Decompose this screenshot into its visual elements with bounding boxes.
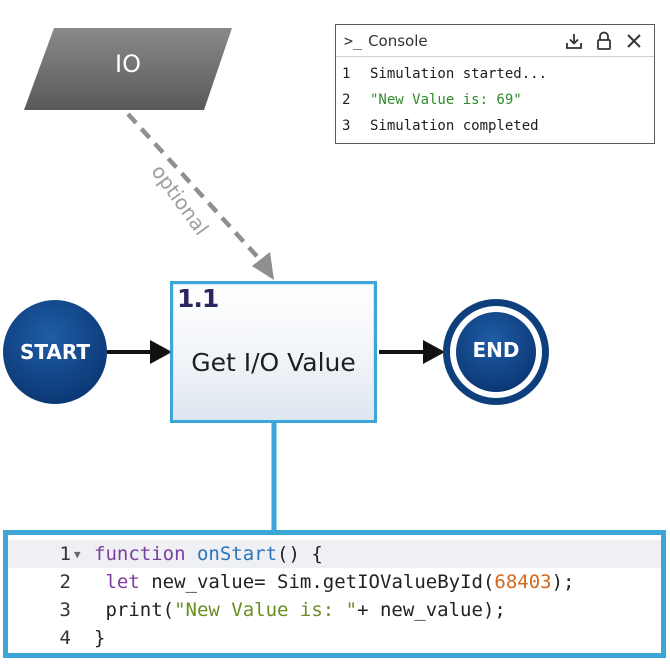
fold-toggle-icon[interactable]: ▼ bbox=[74, 547, 81, 561]
code-token: ); bbox=[551, 571, 575, 593]
download-icon[interactable] bbox=[562, 29, 586, 53]
console-line-number: 2 bbox=[342, 92, 351, 108]
lock-icon[interactable] bbox=[592, 29, 616, 53]
console-line-number: 1 bbox=[342, 66, 351, 82]
code-token: "New Value is: " bbox=[174, 599, 358, 621]
close-icon[interactable] bbox=[622, 29, 646, 53]
code-text: } bbox=[94, 627, 105, 649]
start-to-task-arrowhead bbox=[150, 340, 172, 364]
console-line-number: 3 bbox=[342, 118, 351, 134]
code-editor[interactable]: 1 ▼ function onStart() { 2 ▼ let new_val… bbox=[3, 530, 666, 658]
start-event[interactable] bbox=[3, 300, 107, 404]
console-output: 1 Simulation started... 2 "New Value is:… bbox=[336, 57, 654, 139]
optional-edge-arrowhead bbox=[252, 252, 274, 280]
task-to-end-arrowhead bbox=[423, 340, 445, 364]
task-node[interactable]: 1.1 Get I/O Value bbox=[170, 281, 377, 423]
optional-edge bbox=[126, 112, 265, 265]
code-token bbox=[94, 571, 105, 593]
code-text: let new_value= Sim.getIOValueById(68403)… bbox=[94, 571, 574, 593]
console-line-text: Simulation completed bbox=[370, 118, 539, 134]
code-token bbox=[186, 543, 197, 565]
code-token: function bbox=[94, 543, 186, 565]
code-token: () { bbox=[277, 543, 323, 565]
console-line-text: "New Value is: 69" bbox=[370, 92, 522, 108]
code-token: + new_value); bbox=[357, 599, 506, 621]
code-token: 68403 bbox=[494, 571, 552, 593]
console-panel: >_ Console 1 Simulation started... 2 bbox=[335, 24, 655, 144]
terminal-icon: >_ bbox=[344, 31, 363, 50]
code-line[interactable]: 1 ▼ function onStart() { bbox=[8, 540, 661, 568]
console-line: 3 Simulation completed bbox=[336, 113, 654, 139]
line-number: 4 bbox=[59, 627, 71, 649]
task-id: 1.1 bbox=[177, 284, 219, 313]
gutter: 3 ▼ bbox=[8, 596, 94, 624]
code-token: print( bbox=[94, 599, 175, 621]
console-title: Console bbox=[368, 31, 428, 50]
console-line-text: Simulation started... bbox=[370, 66, 548, 82]
code-text: function onStart() { bbox=[94, 543, 323, 565]
line-number: 3 bbox=[59, 599, 71, 621]
code-line[interactable]: 3 ▼ print("New Value is: "+ new_value); bbox=[8, 596, 661, 624]
gutter: 1 ▼ bbox=[8, 540, 94, 568]
line-number: 2 bbox=[59, 571, 71, 593]
code-line[interactable]: 4 ▼ } bbox=[8, 624, 661, 652]
code-line[interactable]: 2 ▼ let new_value= Sim.getIOValueById(68… bbox=[8, 568, 661, 596]
code-text: print("New Value is: "+ new_value); bbox=[94, 599, 506, 621]
end-event-core bbox=[456, 312, 536, 392]
gutter: 2 ▼ bbox=[8, 568, 94, 596]
gutter: 4 ▼ bbox=[8, 624, 94, 652]
io-node-label: IO bbox=[115, 50, 141, 78]
console-header: >_ Console bbox=[336, 25, 654, 57]
code-token: new_value= Sim.getIOValueById( bbox=[139, 571, 495, 593]
start-event-label: START bbox=[19, 340, 91, 364]
end-event-label: END bbox=[472, 338, 520, 362]
task-title: Get I/O Value bbox=[191, 348, 356, 377]
console-line: 1 Simulation started... bbox=[336, 61, 654, 87]
code-token: } bbox=[94, 627, 106, 649]
code-token: let bbox=[105, 571, 140, 593]
console-line: 2 "New Value is: 69" bbox=[336, 87, 654, 113]
line-number: 1 bbox=[59, 543, 71, 565]
code-token: onStart bbox=[196, 543, 278, 565]
io-node[interactable] bbox=[24, 28, 232, 110]
